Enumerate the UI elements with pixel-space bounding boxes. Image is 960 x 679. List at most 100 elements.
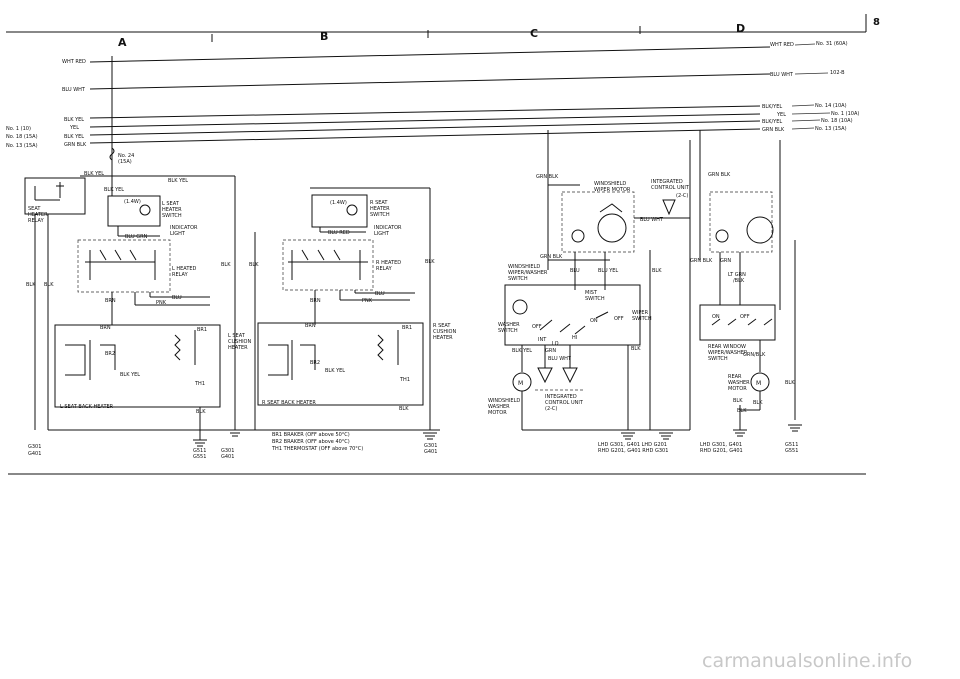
rear-motor-icon <box>746 216 774 244</box>
wire-label: GRN <box>720 258 731 264</box>
fuse-left: No. 1 (10) <box>6 126 31 132</box>
zone-c: C <box>530 27 538 40</box>
power-bus: WHT RED WHT RED No. 31 (60A) BLU WHT BLU… <box>6 41 859 176</box>
fuse-24-rating: (15A) <box>118 159 132 165</box>
fuse-ref: No. 13 (15A) <box>815 126 847 132</box>
relay-label: L HEATED <box>172 266 197 272</box>
ground-label: G551 <box>785 448 798 454</box>
wire-label: GRN BLK <box>708 172 731 178</box>
l-seat-switch-box[interactable] <box>107 195 161 227</box>
bus-blu-wht <box>89 73 771 90</box>
indicator-label: LIGHT <box>374 231 390 237</box>
unit-label: (2-C) <box>676 193 688 199</box>
wire-label: PNK <box>156 300 167 306</box>
switch-label: L SEAT <box>162 201 180 207</box>
fuse-ref: No. 18 (10A) <box>821 118 853 124</box>
indicator-label: INDICATOR <box>170 225 198 231</box>
bus-lead <box>794 72 829 75</box>
wire-label: GRN/BLK <box>743 352 766 358</box>
switch-label: HEATER <box>370 206 390 212</box>
ground-icon <box>423 432 437 440</box>
wire-label: BLK <box>733 398 743 404</box>
bus-label: GRN BLK <box>762 127 785 133</box>
back-heater-label: R SEAT BACK HEATER <box>262 400 316 406</box>
relay-contacts <box>34 182 64 201</box>
wire-label: BLU <box>375 291 385 297</box>
switch-label: SWITCH <box>370 212 390 218</box>
wire-label: BLK <box>399 406 409 412</box>
bus-lead <box>791 112 831 115</box>
back-heater-label: L SEAT BACK HEATER <box>60 404 114 410</box>
wire-label: BLK <box>249 262 259 268</box>
zone-headers: A B C D <box>118 22 745 49</box>
switch-label: SWITCH <box>162 213 182 219</box>
ground-label: G511 <box>193 448 206 454</box>
switch-label: R SEAT <box>370 200 388 206</box>
fuse-ref: No. 1 (10A) <box>831 111 859 117</box>
unit-label: CONTROL UNIT <box>545 400 584 406</box>
bus-label: BLK/YEL <box>762 119 782 125</box>
fuse-ref: No. 14 (10A) <box>815 103 847 109</box>
wiper-washer-switch[interactable] <box>504 284 641 346</box>
breaker-label: BR1 <box>402 325 412 331</box>
bus-lead <box>791 127 815 130</box>
switch-label: REAR WINDOW <box>708 344 746 350</box>
bus-label: BLU WHT <box>770 72 794 78</box>
bus-yel <box>89 113 761 128</box>
relay-label: SEAT <box>28 206 41 212</box>
switch-label: SWITCH <box>508 276 528 282</box>
ground-note: RHD G201, G401 <box>700 448 743 454</box>
wire-label: BLK <box>26 282 36 288</box>
ground-label: G301 <box>28 444 41 450</box>
position-label: OFF <box>740 314 750 320</box>
motor-icon <box>715 229 729 243</box>
unit-label: INTEGRATED <box>545 394 577 400</box>
relay-box <box>24 177 86 215</box>
fuse-ref: 102-B <box>830 70 845 76</box>
wire-label: GRN BLK <box>540 254 563 260</box>
bus-label: WHT RED <box>62 59 86 65</box>
position-label: ON <box>712 314 720 320</box>
washer-label: WASHER <box>498 322 520 328</box>
bus-label: GRN BLK <box>64 142 87 148</box>
switch-contacts <box>539 311 609 335</box>
wire-label: BLK <box>785 380 795 386</box>
fuse-24-name: No. 24 <box>118 153 134 159</box>
ground-label: G401 <box>28 451 41 457</box>
position-label: ON <box>590 318 598 324</box>
cam-icon <box>599 203 623 213</box>
motor-glyph: M <box>518 380 523 387</box>
wire-label: BLK <box>753 400 763 406</box>
wire-label: BLK <box>196 409 206 415</box>
cushion-label: CUSHION <box>433 329 456 335</box>
wire-label: BRN <box>305 323 316 329</box>
rear-wiper-switch[interactable] <box>699 304 776 341</box>
rear-wiper-circuit: GRN BLK GRN BLK GRN LT GRN /BLK ON OFF R… <box>690 130 802 454</box>
wire-label: BLU WHT <box>548 356 572 362</box>
legend-item: BR2 BRAKER (OFF above 40°C) <box>272 439 350 445</box>
ground-note: RHD G201, G401 RHD G301 <box>598 448 668 454</box>
ground-icon <box>621 432 673 440</box>
zone-b: B <box>320 30 328 43</box>
switch-label: WIPER/WASHER <box>508 270 548 276</box>
breaker-label: BR1 <box>197 327 207 333</box>
switch-contacts <box>711 318 773 326</box>
cushion-label: HEATER <box>228 345 248 351</box>
ground-label: G301 <box>221 448 234 454</box>
washmotor-label: MOTOR <box>488 410 507 416</box>
indicator-label: LIGHT <box>170 231 186 237</box>
relay-label: RELAY <box>28 218 45 224</box>
bus-label: BLK YEL <box>64 134 84 140</box>
ground-icon <box>193 439 207 447</box>
wire-label: /BLK <box>733 278 745 284</box>
bulb-rating: (1.4W) <box>124 199 141 205</box>
bus-lead <box>791 119 821 122</box>
back-heater-element <box>268 340 316 380</box>
r-heated-relay-box <box>282 239 374 291</box>
indicator-bulb-icon <box>139 204 151 216</box>
mist-label: MIST <box>585 290 598 296</box>
r-seat-switch-box[interactable] <box>311 194 368 228</box>
page-number: 8 <box>873 17 880 28</box>
r-seat-heater-circuit: (1.4W) R SEAT HEATER SWITCH INDICATOR LI… <box>249 187 456 455</box>
